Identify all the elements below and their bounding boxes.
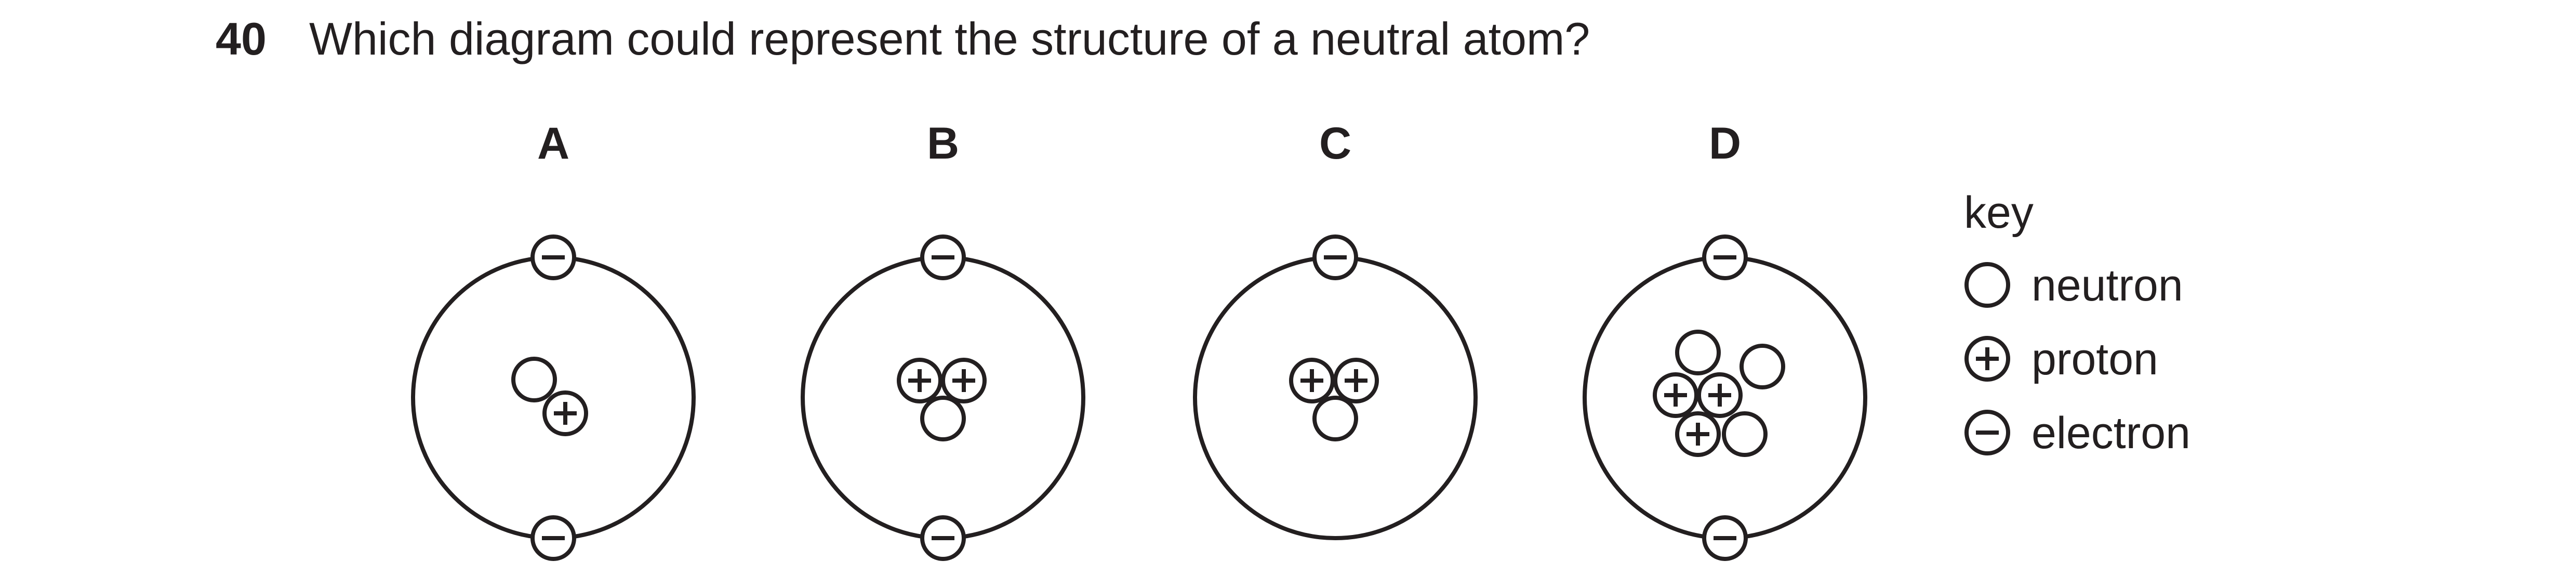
neutron [1312, 396, 1358, 441]
electron-symbol [1964, 410, 2010, 455]
option-label-b: B [927, 119, 959, 168]
key-title: key [1964, 188, 2034, 238]
neutron [1675, 330, 1721, 375]
option-c: C [1193, 119, 1478, 540]
option-label-d: D [1709, 119, 1741, 168]
question-number: 40 [216, 13, 267, 64]
proton [1333, 358, 1379, 403]
key-electron-label: electron [2031, 408, 2190, 458]
neutron-symbol [1964, 262, 2010, 308]
option-b: B [801, 119, 1085, 561]
proton [1289, 358, 1335, 403]
proton [1675, 411, 1721, 457]
neutron [1722, 411, 1768, 457]
proton [542, 390, 588, 436]
key-proton: proton [1964, 334, 2158, 384]
key-proton-label: proton [2031, 334, 2158, 384]
question: 40 Which diagram could represent the str… [216, 5, 1590, 73]
key-neutron-label: neutron [2031, 260, 2183, 310]
option-a: A [411, 119, 696, 561]
key-neutron: neutron [1964, 260, 2183, 310]
neutron [511, 357, 557, 402]
neutron [920, 396, 966, 441]
proton-symbol [1964, 336, 2010, 382]
electron [920, 515, 966, 561]
option-label-a: A [537, 119, 569, 168]
proton [897, 358, 942, 403]
electron [1312, 234, 1358, 280]
electron [1702, 234, 1748, 280]
electron [530, 234, 576, 280]
neutron [1740, 344, 1785, 389]
proton [1653, 372, 1698, 418]
option-d: D [1583, 119, 1867, 561]
key-electron: electron [1964, 408, 2190, 458]
electron [530, 515, 576, 561]
question-text: Which diagram could represent the struct… [309, 13, 1590, 64]
electron [920, 234, 966, 280]
option-label-c: C [1319, 119, 1351, 168]
proton [941, 358, 987, 403]
electron [1702, 515, 1748, 561]
proton [1697, 372, 1743, 418]
key: key neutron proton [1964, 188, 2190, 458]
